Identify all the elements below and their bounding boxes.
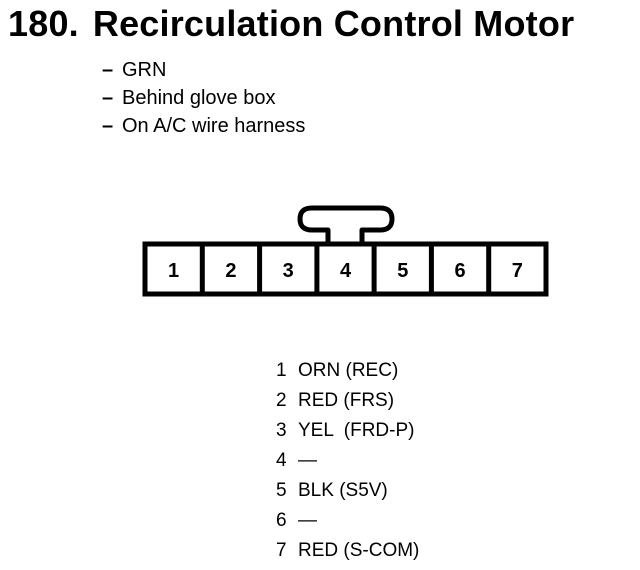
pin-number: 6: [276, 510, 287, 531]
note-text: Behind glove box: [122, 87, 276, 109]
cavity-dividers: [199, 244, 492, 294]
pin-number: 4: [276, 450, 287, 471]
connector-lock-tab: [297, 205, 395, 244]
title-text: Recirculation Control Motor: [92, 3, 575, 44]
pin-description: BLK (S5V): [298, 480, 388, 501]
pin-description: —: [298, 450, 317, 471]
pinout-row: 3 YEL (FRD-P): [276, 416, 419, 446]
pinout-row: 7 RED (S-COM): [276, 536, 419, 566]
cavity-label-1: 1: [168, 260, 179, 282]
pin-number: 3: [276, 420, 287, 441]
pin-number: 1: [276, 360, 287, 381]
pinout-row: 4—: [276, 446, 419, 476]
pin-number: 5: [276, 480, 287, 501]
cavity-label-4: 4: [340, 260, 352, 282]
note-dash: –: [102, 87, 114, 109]
connector-housing: [142, 241, 549, 297]
pin-description: YEL (FRD-P): [298, 420, 415, 441]
note-text: On A/C wire harness: [122, 115, 306, 137]
note-item: –Behind glove box: [102, 84, 305, 112]
note-dash: –: [102, 59, 114, 81]
pin-description: —: [298, 510, 317, 531]
note-dash: –: [102, 115, 114, 137]
cavity-label-6: 6: [454, 260, 465, 282]
notes-list: –GRN –Behind glove box –On A/C wire harn…: [102, 56, 305, 140]
cavity-label-2: 2: [225, 260, 236, 282]
title-number: 180.: [8, 3, 79, 44]
pin-number: 2: [276, 390, 287, 411]
pin-description: ORN (REC): [298, 360, 399, 381]
pin-number: 7: [276, 540, 287, 561]
pinout-row: 5 BLK (S5V): [276, 476, 419, 506]
note-text: GRN: [122, 59, 167, 81]
cavity-label-5: 5: [397, 260, 408, 282]
cavity-label-3: 3: [283, 260, 294, 282]
pin-description: RED (FRS): [298, 390, 395, 411]
note-item: –On A/C wire harness: [102, 112, 305, 140]
pinout-row: 2 RED (FRS): [276, 386, 419, 416]
pin-description: RED (S-COM): [298, 540, 420, 561]
pinout-row: 6—: [276, 506, 419, 536]
pinout-row: 1 ORN (REC): [276, 356, 419, 386]
page-title: 180. Recirculation Control Motor: [8, 2, 574, 46]
cavity-label-7: 7: [512, 260, 523, 282]
note-item: –GRN: [102, 56, 305, 84]
